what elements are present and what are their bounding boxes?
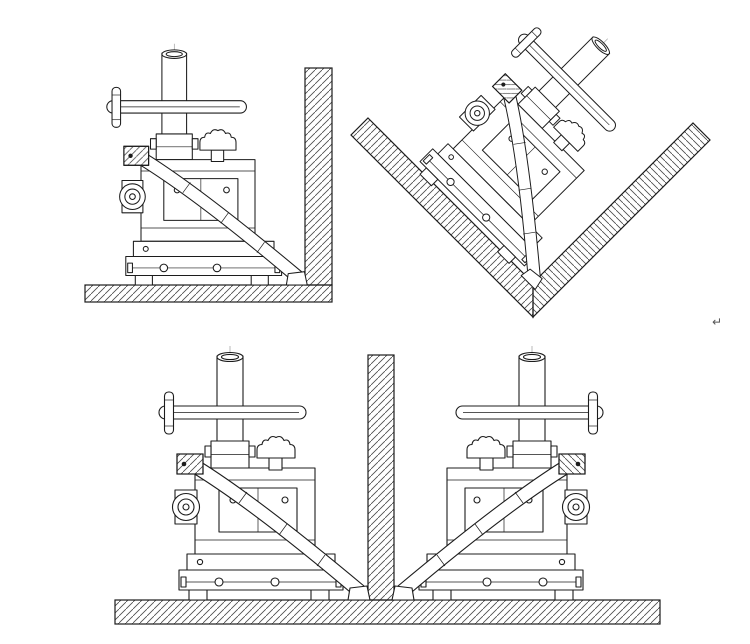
view-two-machines [114, 345, 661, 625]
corner-wall-right [532, 122, 711, 319]
machine-tilted-45 [400, 0, 698, 291]
view-machine-in-corner [350, 0, 711, 319]
view-machine-against-wall [84, 43, 333, 303]
machine-bottom-left [158, 345, 371, 601]
machine-top-left [106, 43, 308, 286]
floor [84, 284, 333, 303]
center-wall [367, 354, 395, 601]
machine-bottom-right [391, 345, 604, 601]
stray-return-mark: ↵ [712, 315, 722, 329]
wall [304, 67, 333, 286]
floor [114, 599, 661, 625]
